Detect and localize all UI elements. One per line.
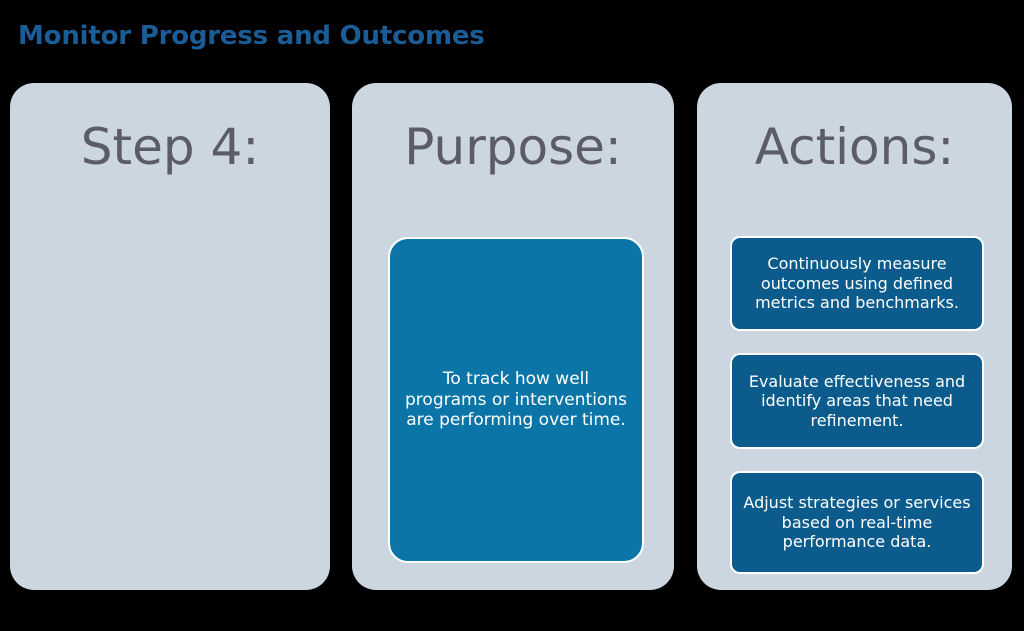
action-item: Continuously measure outcomes using defi… bbox=[730, 236, 984, 331]
purpose-callout-text: To track how well programs or interventi… bbox=[405, 368, 627, 431]
card-purpose: Purpose: To track how well programs or i… bbox=[352, 83, 674, 590]
page-title: Monitor Progress and Outcomes bbox=[18, 21, 485, 51]
card-actions-heading: Actions: bbox=[754, 118, 955, 176]
action-item: Evaluate effectiveness and identify area… bbox=[730, 353, 984, 449]
card-purpose-heading: Purpose: bbox=[404, 118, 622, 176]
card-step: Step 4: bbox=[10, 83, 330, 590]
action-item: Adjust strategies or services based on r… bbox=[730, 471, 984, 574]
purpose-callout-box: To track how well programs or interventi… bbox=[388, 237, 644, 563]
actions-list: Continuously measure outcomes using defi… bbox=[730, 236, 984, 574]
card-actions: Actions: Continuously measure outcomes u… bbox=[697, 83, 1012, 590]
card-step-heading: Step 4: bbox=[80, 118, 260, 176]
